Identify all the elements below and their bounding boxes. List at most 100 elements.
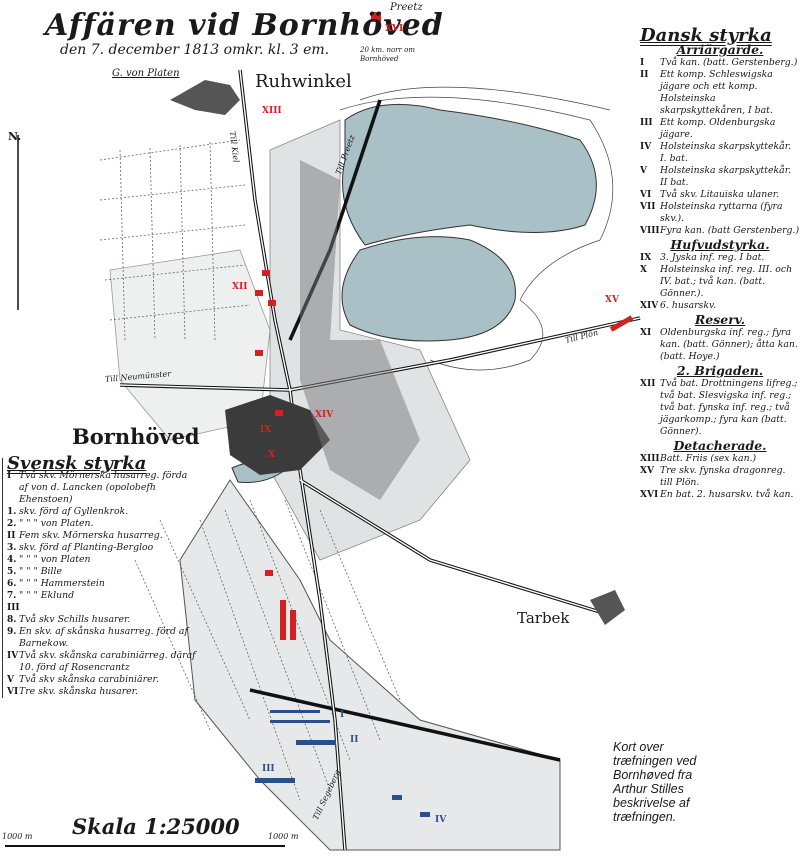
legend-item-number: IV: [7, 651, 19, 661]
legend-item-text: En skv. af skånska husarreg. förd af Bar…: [19, 626, 188, 649]
legend-item-number: 8.: [7, 615, 17, 625]
unit-marker: II: [350, 735, 359, 745]
legend-item: VII Holsteinska ryttarna (fyra skv.).: [640, 201, 800, 225]
legend-item-text: Holsteinska ryttarna (fyra skv.).: [660, 201, 783, 224]
unit-marker: XV: [605, 295, 619, 305]
legend-section-title: Arriärgarde.: [676, 42, 764, 57]
legend-item-text: Holsteinska skarpskyttekår. II bat.: [660, 165, 792, 188]
legend-item: III: [7, 602, 197, 614]
legend-item-text: Två skv. Mörnerska husarreg. förda af vo…: [19, 470, 188, 505]
legend-item-number: IV: [640, 142, 652, 152]
unit-marker: X: [268, 450, 275, 460]
unit-marker: III: [262, 764, 275, 774]
legend-item-text: Fem skv. Mörnerska husarreg.: [19, 530, 163, 541]
tarbek-village: [590, 590, 625, 625]
legend-item: 8.Två skv Schills husarer.: [7, 614, 197, 626]
ruhwinkel-village: [170, 80, 240, 115]
legend-item-number: IX: [640, 253, 652, 263]
place-ruhwinkel: Ruhwinkel: [255, 71, 352, 92]
legend-item-text: Två skv Schills husarer.: [19, 614, 131, 625]
legend-item-number: 9.: [7, 627, 17, 637]
legend-item-text: " " " von Platen.: [19, 518, 94, 529]
legend-item-number: II: [640, 70, 649, 80]
unit-marker: XIV: [315, 410, 334, 420]
legend-item-text: Två skv. Litauiska ulaner.: [660, 189, 780, 200]
legend-item: V Holsteinska skarpskyttekår. II bat.: [640, 165, 800, 189]
legend-item: 3.skv. förd af Planting-Bergloo: [7, 542, 197, 554]
legend-item: 5." " " Bille: [7, 566, 197, 578]
contour-lines: [339, 86, 614, 371]
legend-item-text: En bat. 2. husarskv. två kan.: [660, 489, 794, 500]
legend-item-text: Två bat. Drottningens lifreg.; två bat. …: [660, 378, 798, 437]
unit-marker: XVI: [385, 24, 404, 34]
legend-item: 4." " " von Platen: [7, 554, 197, 566]
danish-units: [255, 12, 634, 640]
legend-item-number: XI: [640, 328, 652, 338]
legend-item-text: " " " Eklund: [19, 590, 75, 601]
preetz-distance-note: 20 km. norr om Bornhöved: [360, 46, 415, 63]
legend-item: 9.En skv. af skånska husarreg. förd af B…: [7, 626, 197, 650]
legend-item: 1.skv. förd af Gyllenkrok.: [7, 506, 197, 518]
unit-marker: XII: [232, 282, 248, 292]
legend-item-number: 7.: [7, 591, 17, 601]
legend-item-number: III: [7, 603, 20, 613]
legend-item: 6." " " Hammerstein: [7, 578, 197, 590]
legend-item-number: V: [640, 166, 647, 176]
legend-item-number: I: [7, 471, 12, 481]
field-area: [179, 479, 561, 851]
legend-item-number: 6.: [7, 579, 17, 589]
legend-item-number: XII: [640, 379, 656, 389]
legend-item-number: X: [640, 265, 647, 275]
legend-item: I Två skv. Mörnerska husarreg. förda af v…: [7, 470, 197, 506]
legend-item-number: XVI: [640, 490, 659, 500]
legend-item-number: I: [640, 58, 645, 68]
legend-section-title: Detacherade.: [673, 438, 767, 453]
legend-item-text: " " " von Platen: [19, 554, 91, 565]
legend-item: 2." " " von Platen.: [7, 518, 197, 530]
legend-item-text: skv. förd af Planting-Bergloo: [19, 542, 154, 553]
legend-section-title: Hufvudstyrka.: [670, 237, 770, 252]
place-tarbek: Tarbek: [517, 609, 570, 627]
scale-left-label: 1000 m: [2, 832, 33, 841]
legend-item: 7." " " Eklund: [7, 590, 197, 602]
legend-item-text: Fyra kan. (batt Gerstenberg.): [660, 225, 800, 236]
legend-item-number: VII: [640, 202, 656, 212]
legend-item-number: XV: [640, 466, 654, 476]
legend-item-number: 4.: [7, 555, 17, 565]
wood-hatching: [300, 160, 420, 500]
legend-item-number: V: [7, 675, 14, 685]
image-caption: Kort over træfningen ved Bornhøved fra A…: [613, 740, 697, 824]
legend-item-text: skv. förd af Gyllenkrok.: [19, 506, 129, 517]
bornhoved-town: [225, 395, 330, 475]
legend-item-text: " " " Hammerstein: [19, 578, 105, 589]
signature: G. von Platen: [112, 68, 180, 79]
scale-right-label: 1000 m: [268, 832, 299, 841]
legend-item-number: XIV: [640, 301, 659, 311]
legend-item: IV Holsteinska skarpskyttekår. I. bat.: [640, 141, 800, 165]
legend-section-title: 2. Brigaden.: [676, 363, 764, 378]
swedish-units: [255, 710, 430, 817]
legend-item-text: Ett komp. Oldenburgska jägare.: [660, 117, 776, 140]
legend-item-text: Två skv. skånska carabiniärreg. däraf 10…: [19, 650, 196, 673]
legend-item-number: 3.: [7, 543, 17, 553]
unit-marker: I: [340, 710, 345, 720]
legend-item-text: Holsteinska skarpskyttekår. I. bat.: [660, 141, 792, 164]
scale-label: Skala 1:25000: [72, 814, 240, 839]
hedge-grid: [99, 139, 401, 801]
unit-marker: IV: [435, 815, 447, 825]
legend-item-number: XIII: [640, 454, 660, 464]
